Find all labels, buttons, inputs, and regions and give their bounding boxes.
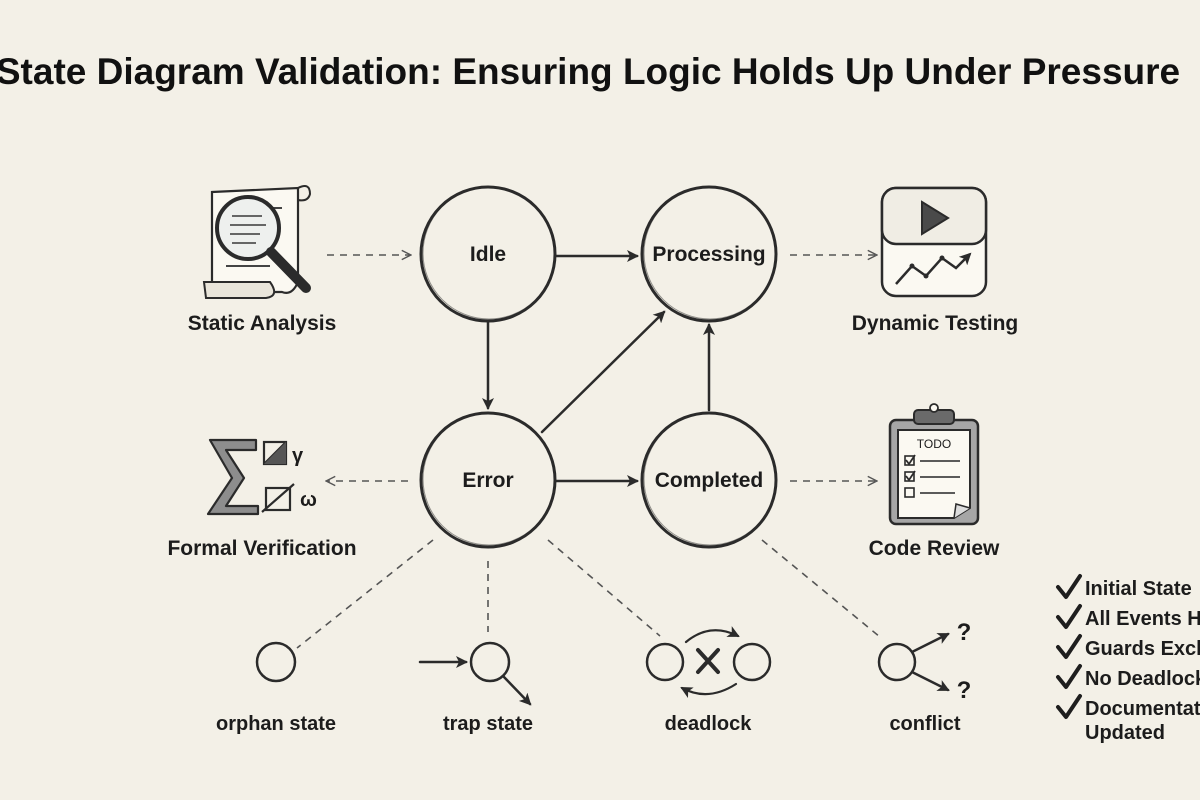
checklist-item: Initial State	[1056, 574, 1192, 600]
formal-verification-label: Formal Verification	[167, 537, 356, 560]
static-analysis-label: Static Analysis	[188, 312, 337, 335]
connector-orphan-state	[296, 539, 434, 649]
code-review-label: Code Review	[869, 537, 1000, 560]
checklist-item: Guards Excl	[1056, 634, 1200, 660]
checkmark-icon	[1056, 634, 1082, 659]
checklist-item: Documentat Updated	[1056, 694, 1200, 744]
trap-state-label: trap state	[443, 713, 533, 735]
conflict-icon: ? ?	[877, 619, 972, 704]
state-processing-label: Processing	[652, 243, 765, 266]
dynamic-testing-method[interactable]: Dynamic Testing	[852, 186, 1018, 335]
issue-trap-state[interactable]: trap state	[418, 641, 533, 735]
orphan-state-label: orphan state	[216, 713, 336, 735]
state-idle-label: Idle	[470, 243, 506, 266]
dynamic-testing-label: Dynamic Testing	[852, 312, 1018, 335]
issue-conflict[interactable]: ? ? conflict	[877, 619, 972, 735]
todo-text: TODO	[917, 437, 951, 451]
sigma-icon: γ ω	[206, 438, 317, 516]
trap-state-icon	[418, 641, 532, 706]
magnifier-scroll-icon	[202, 185, 312, 299]
deadlock-icon	[645, 626, 772, 699]
connector-deadlock	[547, 539, 661, 637]
question-mark-top: ?	[957, 619, 972, 646]
formal-symbol-1: γ	[292, 445, 304, 467]
question-mark-bottom: ?	[957, 677, 972, 704]
connector-conflict	[761, 539, 881, 638]
static-analysis-method[interactable]: Static Analysis	[188, 185, 337, 335]
clipboard-icon: TODO	[888, 403, 980, 526]
checklist-item-label: Documentat	[1085, 698, 1200, 720]
checklist-item-label: All Events H	[1085, 608, 1200, 630]
transition-error-to-processing	[540, 310, 666, 434]
code-review-method[interactable]: TODO Code Review	[869, 403, 1000, 560]
issue-deadlock[interactable]: deadlock	[645, 626, 772, 735]
state-idle[interactable]: Idle	[419, 185, 557, 323]
state-error-label: Error	[462, 469, 513, 492]
orphan-state-icon	[255, 641, 297, 683]
page-title: State Diagram Validation: Ensuring Logic…	[0, 51, 1180, 92]
conflict-label: conflict	[889, 713, 960, 735]
state-error[interactable]: Error	[419, 411, 557, 549]
formal-symbol-2: ω	[300, 489, 317, 511]
checklist-item-label-continued: Updated	[1085, 722, 1165, 744]
validation-checklist: Initial State All Events H Guards Excl N…	[1056, 574, 1200, 744]
checkmark-icon	[1056, 574, 1082, 599]
deadlock-label: deadlock	[665, 713, 753, 735]
formal-verification-method[interactable]: γ ω Formal Verification	[167, 438, 357, 560]
checklist-item-label: No Deadlock	[1085, 668, 1200, 690]
state-completed-label: Completed	[655, 469, 764, 492]
checklist-item: No Deadlock	[1056, 664, 1200, 690]
state-processing[interactable]: Processing	[640, 185, 778, 323]
checklist-item-label: Initial State	[1085, 578, 1192, 600]
checklist-item: All Events H	[1056, 604, 1200, 630]
checkmark-icon	[1056, 604, 1082, 629]
state-completed[interactable]: Completed	[640, 411, 778, 549]
checkmark-icon	[1056, 664, 1082, 689]
issue-orphan-state[interactable]: orphan state	[216, 641, 336, 735]
checklist-item-label: Guards Excl	[1085, 638, 1200, 660]
checkmark-icon	[1056, 694, 1082, 719]
video-chart-icon	[880, 186, 988, 298]
